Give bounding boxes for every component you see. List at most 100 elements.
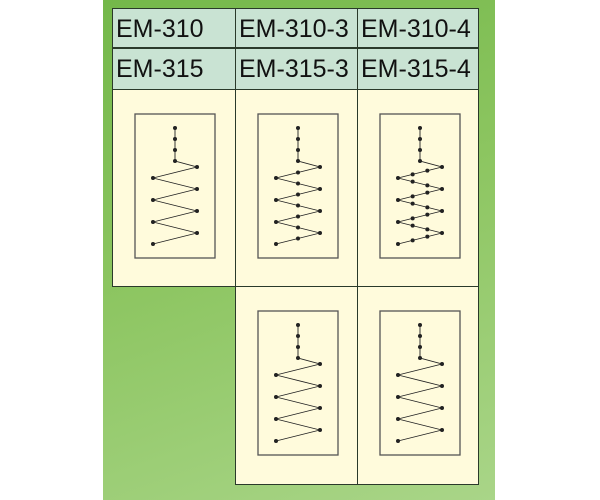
diagram-frame: [257, 113, 339, 259]
stitch-diagram-cell: [112, 89, 236, 287]
stitch-point: [425, 190, 430, 195]
stitch-point: [440, 231, 444, 235]
stitch-point: [296, 192, 300, 197]
stitch-point: [296, 345, 300, 349]
label-em-315-3: EM-315-3: [235, 48, 358, 90]
stitch-point: [296, 236, 300, 241]
stitch-diagram-em-315-4-lower: [379, 310, 461, 456]
diagram-frame: [134, 113, 216, 259]
stitch-point: [274, 417, 278, 421]
stitch-point: [410, 179, 415, 184]
stitch-point: [195, 231, 199, 235]
stitch-point: [318, 231, 322, 235]
stitch-point: [296, 159, 300, 163]
stitch-point: [410, 194, 415, 199]
stitch-point: [296, 203, 300, 208]
stitch-point: [396, 417, 400, 421]
stitch-point: [418, 345, 422, 349]
stitch-point: [296, 126, 300, 130]
stitch-line: [397, 325, 444, 442]
stitch-point: [418, 334, 422, 338]
stitch-point: [195, 165, 199, 169]
stitch-point: [425, 227, 430, 232]
stitch-point: [296, 170, 300, 175]
stitch-point: [425, 212, 430, 217]
stitch-point: [318, 209, 322, 213]
stitch-point: [274, 242, 278, 246]
stitch-point: [318, 428, 322, 432]
stitch-point: [440, 209, 444, 213]
stitch-point: [418, 126, 422, 130]
stitch-point: [410, 216, 415, 221]
stitch-point: [410, 238, 415, 243]
stitch-point: [425, 168, 430, 173]
stitch-point: [410, 201, 415, 206]
stitch-line: [152, 128, 199, 245]
stitch-point: [425, 183, 430, 188]
stitch-point: [318, 165, 322, 169]
stitch-point: [173, 159, 177, 163]
stitch-point: [195, 187, 199, 191]
stitch-point: [151, 176, 155, 180]
stitch-diagram-em-310-3: [257, 113, 339, 259]
stitch-diagram-cell: [357, 286, 479, 485]
stitch-point: [396, 395, 400, 399]
stitch-point: [173, 137, 177, 141]
stitch-point: [274, 395, 278, 399]
stitch-point: [274, 220, 278, 224]
stitch-diagram-cell: [357, 89, 479, 287]
stitch-point: [440, 428, 444, 432]
stitch-point: [440, 362, 444, 366]
stitch-point: [173, 148, 177, 152]
stitch-point: [418, 137, 422, 141]
stitch-diagram-em-310-4: [379, 113, 461, 259]
stitch-point: [440, 406, 444, 410]
stitch-point: [418, 356, 422, 360]
stitch-point: [396, 220, 400, 224]
stitch-point: [440, 384, 444, 388]
stitch-point: [296, 356, 300, 360]
stitch-line: [397, 128, 444, 245]
stitch-point: [151, 242, 155, 246]
stitch-point: [396, 242, 400, 246]
diagram-frame: [257, 310, 339, 456]
stitch-point: [425, 234, 430, 239]
stitch-point: [173, 126, 177, 130]
stitch-point: [418, 323, 422, 327]
stitch-point: [318, 187, 322, 191]
label-em-310: EM-310: [112, 8, 236, 48]
stitch-point: [296, 214, 300, 219]
stitch-point: [318, 384, 322, 388]
stitch-point: [418, 159, 422, 163]
stitch-point: [440, 165, 444, 169]
stitch-point: [425, 205, 430, 210]
stitch-point: [274, 198, 278, 202]
stitch-point: [296, 334, 300, 338]
stitch-point: [296, 137, 300, 141]
label-em-310-3: EM-310-3: [235, 8, 358, 48]
stitch-point: [440, 187, 444, 191]
stitch-point: [195, 209, 199, 213]
stitch-point: [296, 148, 300, 152]
stitch-point: [151, 198, 155, 202]
stitch-point: [410, 172, 415, 177]
stitch-line: [275, 325, 322, 442]
stitch-diagram-cell: [235, 286, 358, 485]
stitch-point: [296, 181, 300, 186]
diagram-frame: [379, 310, 461, 456]
stitch-point: [418, 148, 422, 152]
stitch-point: [296, 323, 300, 327]
label-em-315-4: EM-315-4: [357, 48, 479, 90]
stitch-diagram-em-315-3-lower: [257, 310, 339, 456]
stitch-point: [396, 176, 400, 180]
stitch-point: [396, 439, 400, 443]
stitch-point: [296, 225, 300, 230]
stitch-point: [396, 198, 400, 202]
stitch-point: [274, 373, 278, 377]
stitch-point: [318, 406, 322, 410]
stitch-diagram-cell: [235, 89, 358, 287]
stitch-point: [410, 223, 415, 228]
stitch-point: [396, 373, 400, 377]
stitch-point: [318, 362, 322, 366]
stitch-point: [274, 176, 278, 180]
